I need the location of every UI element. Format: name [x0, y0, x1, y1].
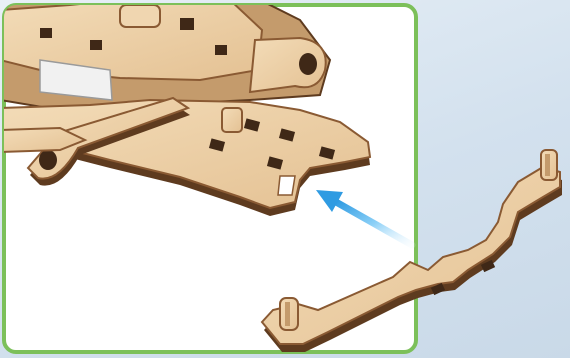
illustration-canvas	[0, 0, 570, 358]
assembly-instruction-illustration	[0, 0, 570, 358]
